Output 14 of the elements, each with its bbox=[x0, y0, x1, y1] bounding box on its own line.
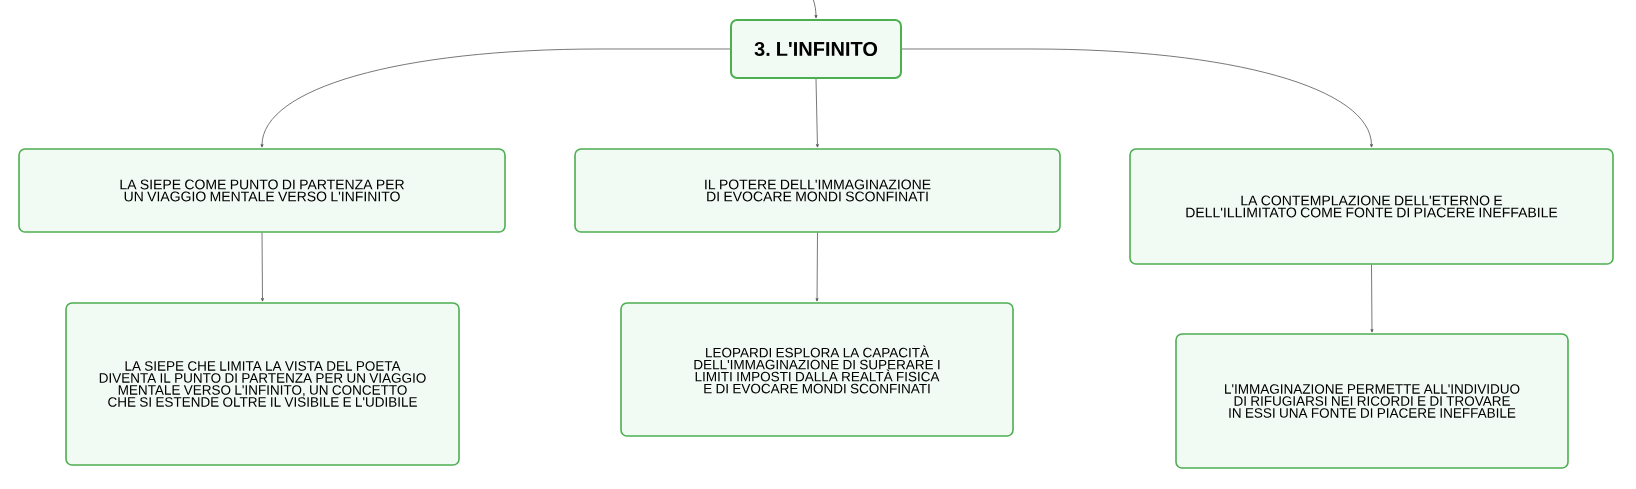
topic-box: IL POTERE DELL'IMMAGINAZIONE DI EVOCARE MONDI SCONFINATI bbox=[574, 148, 1061, 233]
arrow bbox=[815, 232, 819, 302]
arrow bbox=[812, 0, 818, 19]
arrow bbox=[815, 78, 819, 148]
detail-box: LA SIEPE CHE LIMITA LA VISTA DEL POETA DIVENTA IL PUNTO DI PARTENZA PER UN VIAGGIO MENTALE VERSO L'INFINITO, UN CONCETTO CHE SI ESTENDE OLTRE IL VISIBILE E L'UDIBILE bbox=[65, 302, 460, 466]
arrow bbox=[901, 48, 1373, 148]
arrow bbox=[1370, 264, 1374, 333]
title-box: 3. L'INFINITO bbox=[730, 19, 902, 79]
topic-box: LA SIEPE COME PUNTO DI PARTENZA PER UN VIAGGIO MENTALE VERSO L'INFINITO bbox=[18, 148, 506, 233]
topic-box: LA CONTEMPLAZIONE DELL'ETERNO E DELL'ILLIMITATO COME FONTE DI PIACERE INEFFABILE bbox=[1129, 148, 1614, 265]
detail-box: L'IMMAGINAZIONE PERMETTE ALL'INDIVIDUO DI RIFUGIARSI NEI RICORDI E DI TROVARE IN ESSI UNA FONTE DI PIACERE INEFFABILE bbox=[1175, 333, 1569, 469]
arrow bbox=[261, 232, 264, 302]
detail-box: LEOPARDI ESPLORA LA CAPACITÀ DELL'IMMAGINAZIONE DI SUPERARE I LIMITI IMPOSTI DALLA REALTÀ FISICA E DI EVOCARE MONDI SCONFINATI bbox=[620, 302, 1014, 437]
arrow bbox=[260, 48, 731, 148]
